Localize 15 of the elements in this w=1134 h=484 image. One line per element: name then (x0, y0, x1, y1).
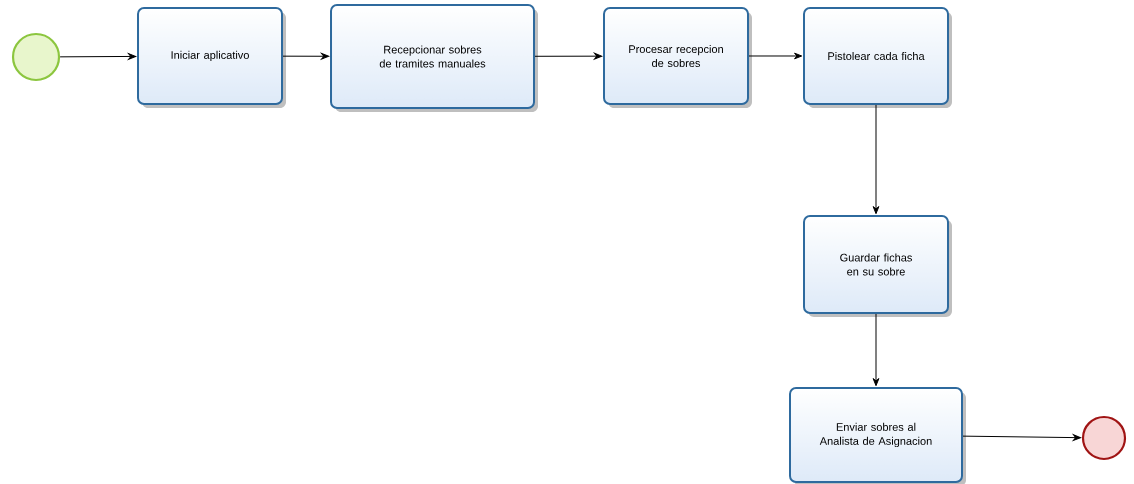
arrow (59, 53, 137, 60)
task-box: Iniciar aplicativo (137, 7, 286, 108)
task-box: Enviar sobres al Analista de Asignacion (789, 387, 966, 484)
arrow (872, 104, 880, 215)
arrow (748, 52, 803, 60)
arrow (282, 52, 330, 60)
task-box: Guardar fichas en su sobre (803, 215, 952, 317)
start-event-circle (11, 32, 61, 82)
task-box: Recepcionar sobres de tramites manuales (330, 4, 538, 112)
task-box: Pistolear cada ficha (803, 7, 952, 108)
task-box: Procesar recepcion de sobres (603, 7, 752, 108)
arrow (534, 52, 603, 60)
end-event-circle (1081, 415, 1127, 461)
arrow (962, 434, 1082, 441)
arrow (872, 313, 880, 387)
